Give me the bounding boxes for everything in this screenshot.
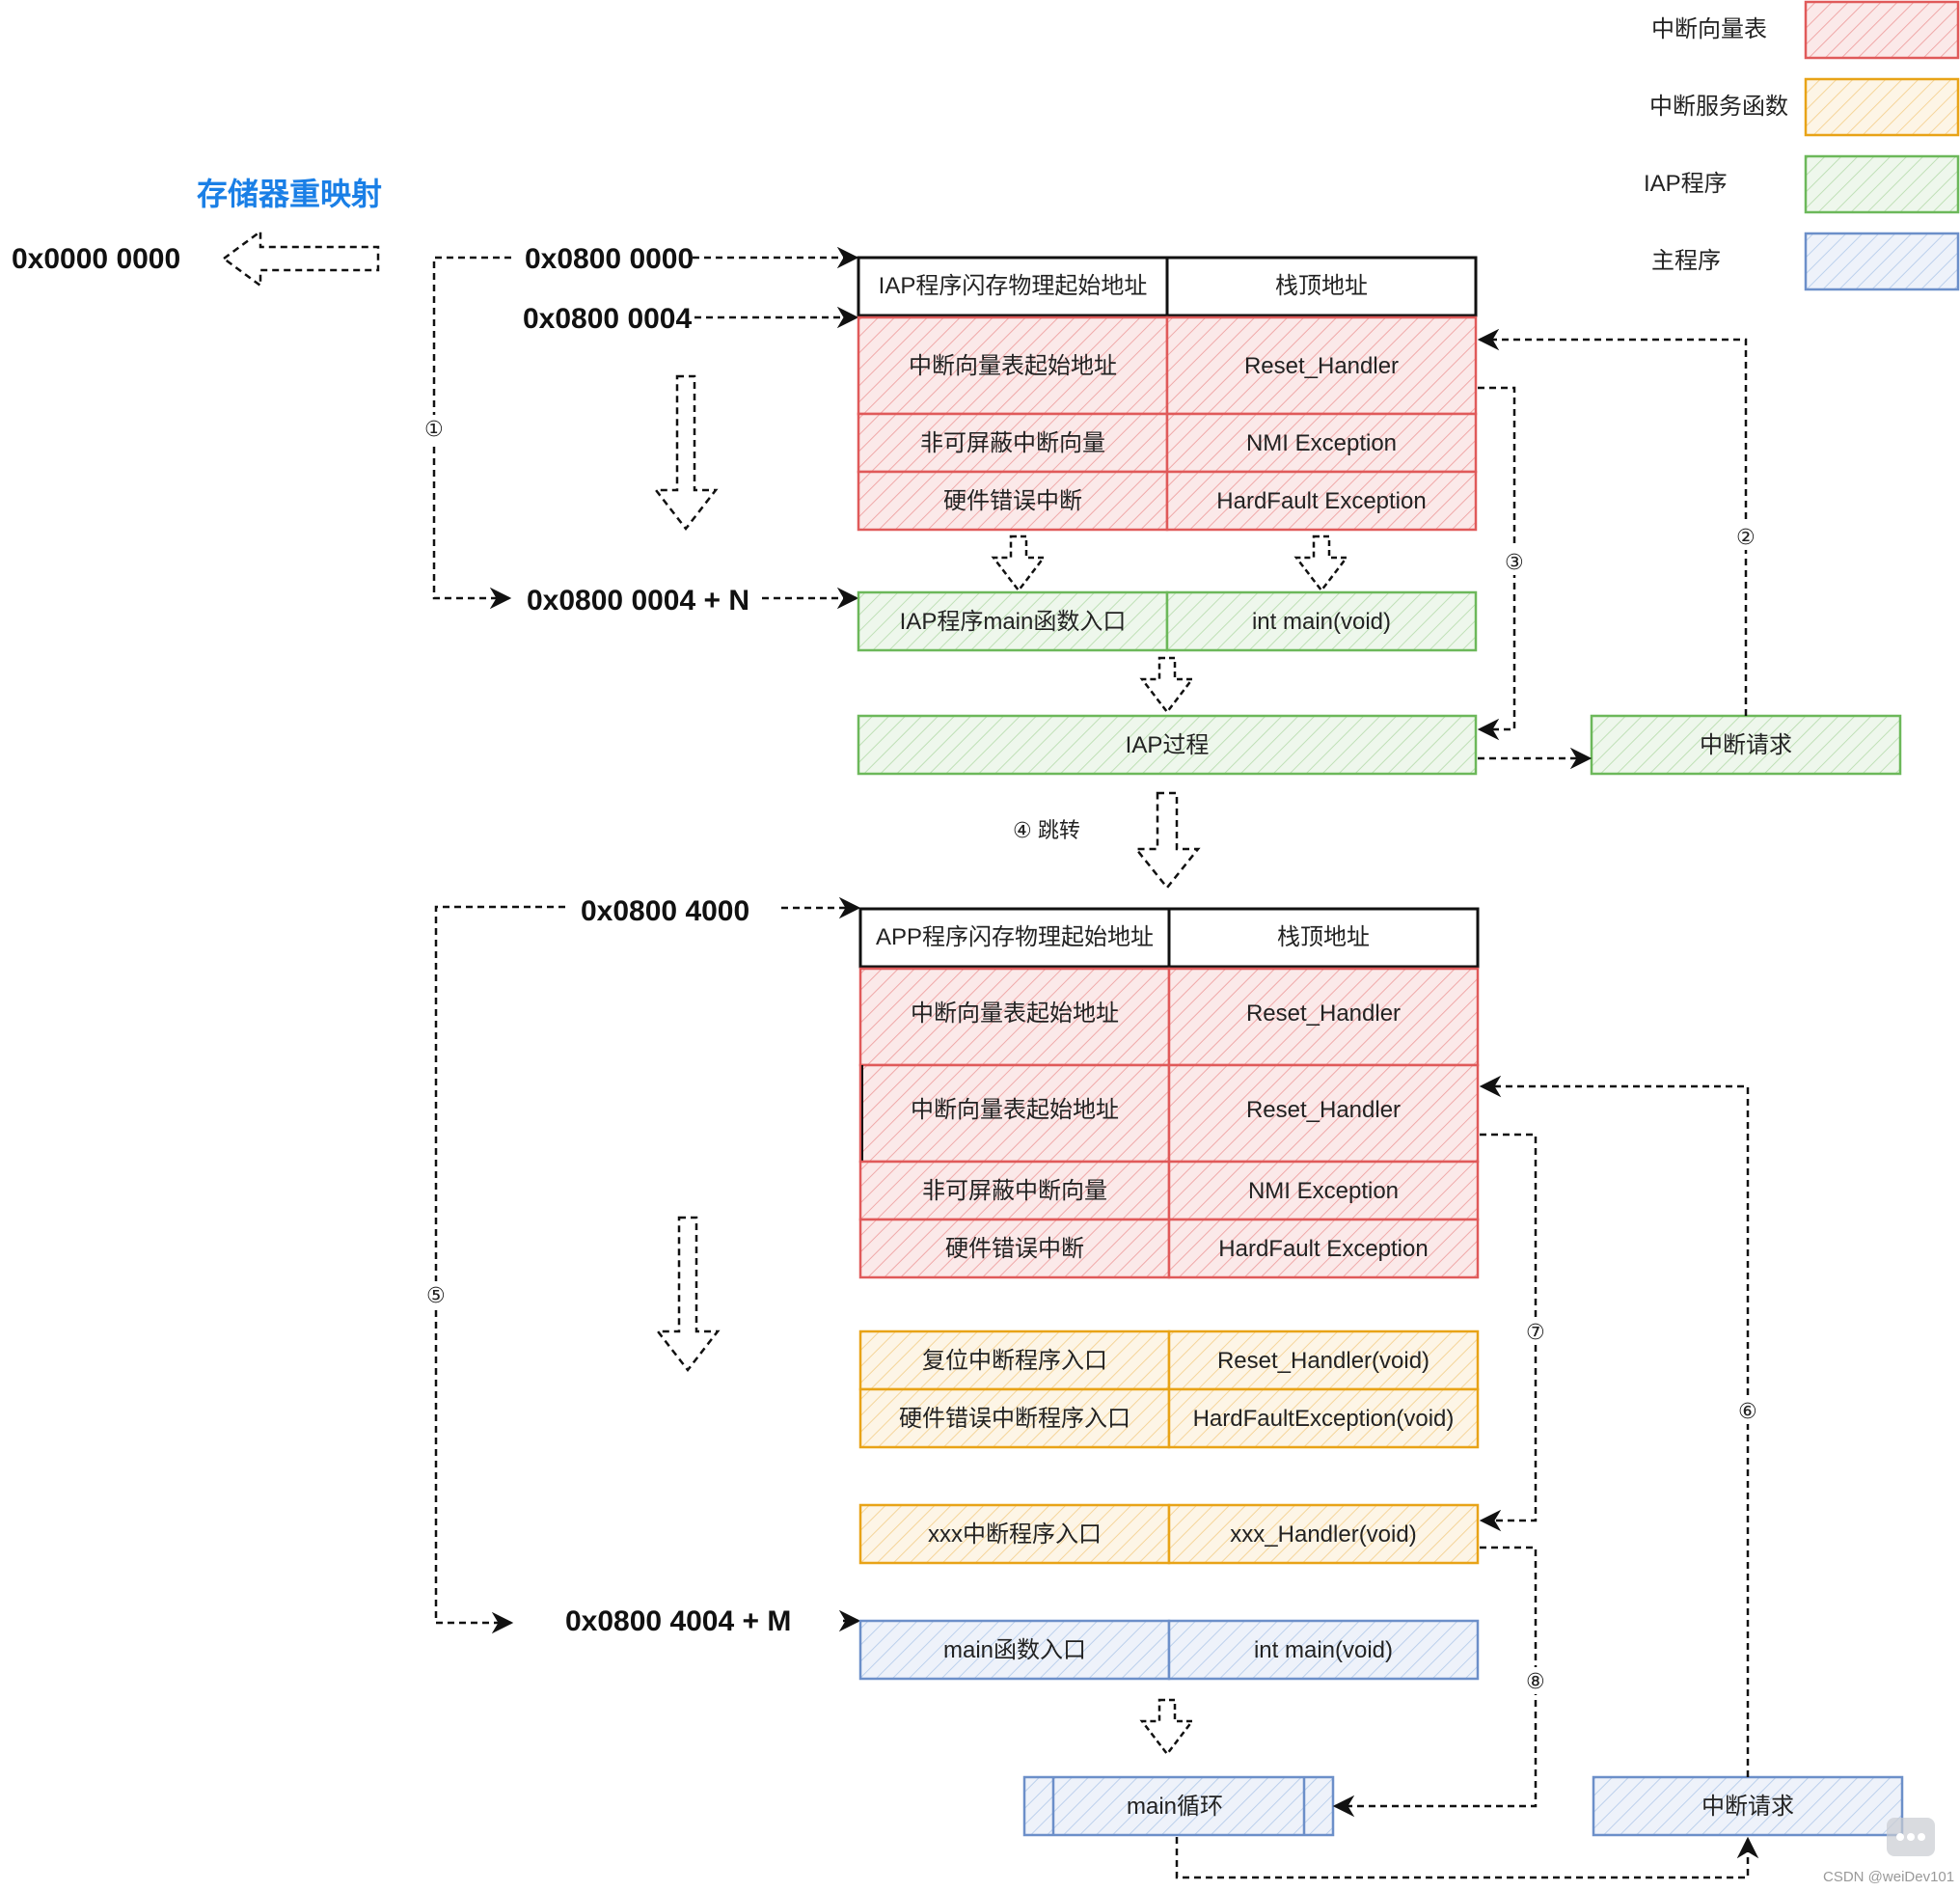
remap-arrow-icon [221, 229, 380, 288]
connector-step-6 [1479, 1075, 1750, 1777]
app-irq-label: 中断请求 [1701, 1794, 1794, 1820]
watermark: CSDN @weiDev101 [1823, 1818, 1954, 1885]
iap-irq-label: 中断请求 [1700, 732, 1792, 758]
iap-addr-start: 0x0800 0000 [525, 243, 694, 275]
connector-step-5 [434, 905, 565, 1634]
down-arrow-icon [1139, 656, 1195, 715]
down-arrow-icon [1139, 1698, 1195, 1757]
step-8-label: ⑧ [1526, 1669, 1545, 1693]
iap-main-entry-right: int main(void) [1252, 609, 1391, 635]
iap-vector-row-right: NMI Exception [1246, 430, 1397, 456]
legend-swatch-main [1804, 232, 1960, 291]
step-2-label: ② [1736, 525, 1756, 549]
app-isr-table: 复位中断程序入口 Reset_Handler(void) 硬件错误中断程序入口 … [858, 1329, 1480, 1449]
down-arrow-icon [991, 534, 1047, 593]
app-isr-row-right: Reset_Handler(void) [1217, 1348, 1429, 1374]
legend-label-iap: IAP程序 [1644, 171, 1728, 197]
down-arrow-icon [1133, 791, 1201, 891]
legend-swatch-vector-table [1804, 0, 1960, 60]
watermark-text: CSDN @weiDev101 [1823, 1869, 1954, 1885]
app-table: APP程序闪存物理起始地址 栈顶地址 中断向量表起始地址 Reset_Handl… [858, 907, 1480, 1279]
iap-table: IAP程序闪存物理起始地址 栈顶地址 中断向量表起始地址 Reset_Handl… [857, 256, 1478, 532]
down-arrow-icon [653, 374, 719, 532]
legend-swatch-isr [1804, 77, 1960, 137]
legend-label-isr: 中断服务函数 [1649, 94, 1788, 120]
step-7-label: ⑦ [1526, 1320, 1545, 1344]
app-isr-row-right: HardFaultException(void) [1193, 1406, 1455, 1432]
app-vector-row-left: 非可屏蔽中断向量 [922, 1178, 1107, 1204]
down-arrow-icon [655, 1216, 721, 1373]
iap-process-box [857, 714, 1478, 776]
app-addr-start: 0x0800 4000 [581, 895, 749, 927]
connector-step-3 [1477, 386, 1516, 741]
iap-process-label: IAP过程 [1126, 732, 1210, 758]
iap-vector-row-left: 中断向量表起始地址 [909, 353, 1117, 379]
step-1-label: ① [424, 417, 444, 441]
app-vector-row-left: 硬件错误中断 [945, 1236, 1084, 1262]
app-vector-row-left: 中断向量表起始地址 [911, 1097, 1119, 1123]
down-arrow-icon [1293, 534, 1349, 593]
iap-addr-vec: 0x0800 0004 [523, 303, 692, 335]
iap-vector-row-left: 硬件错误中断 [943, 488, 1082, 514]
app-xxx-isr-row: xxx中断程序入口 xxx_Handler(void) [858, 1503, 1480, 1565]
step-6-label: ⑥ [1738, 1399, 1757, 1423]
app-header-right: 栈顶地址 [1277, 924, 1370, 950]
app-addr-main: 0x0800 4004 + M [565, 1605, 791, 1637]
app-isr-row-left: 硬件错误中断程序入口 [899, 1406, 1130, 1432]
app-main-entry-right: int main(void) [1254, 1637, 1393, 1663]
iap-vector-row-right: HardFault Exception [1216, 488, 1426, 514]
diagram-title: 存储器重映射 [197, 177, 382, 211]
app-irq-box [1592, 1775, 1904, 1837]
app-xxx-left: xxx中断程序入口 [928, 1521, 1102, 1548]
legend-swatch-iap [1804, 154, 1960, 214]
legend: 中断向量表 中断服务函数 IAP程序 主程序 [1644, 0, 1960, 291]
iap-vector-row-left: 非可屏蔽中断向量 [920, 430, 1105, 456]
app-main-entry-left: main函数入口 [943, 1637, 1086, 1663]
legend-label-main: 主程序 [1651, 248, 1721, 274]
app-main-entry-row: main函数入口 int main(void) [858, 1619, 1480, 1681]
iap-addr-main: 0x0800 0004 + N [527, 585, 749, 617]
step-5-label: ⑤ [426, 1283, 446, 1307]
app-isr-row-left: 复位中断程序入口 [922, 1348, 1107, 1374]
app-vector-row-right: NMI Exception [1248, 1178, 1399, 1204]
step-3-label: ③ [1505, 550, 1524, 574]
app-xxx-right: xxx_Handler(void) [1230, 1521, 1416, 1548]
app-vector-row-right: Reset_Handler [1246, 1097, 1401, 1123]
iap-main-entry-left: IAP程序main函数入口 [900, 609, 1127, 635]
main-loop-label: main循环 [1127, 1794, 1223, 1820]
legend-label-vector-table: 中断向量表 [1651, 16, 1767, 42]
connector-step-2 [1477, 328, 1748, 716]
app-vector-row-right: Reset_Handler [1246, 1000, 1401, 1027]
main-loop-box [1022, 1775, 1335, 1837]
remap-address: 0x0000 0000 [12, 243, 180, 275]
iap-header-left: IAP程序闪存物理起始地址 [879, 273, 1148, 299]
iap-main-entry-row: IAP程序main函数入口 int main(void) [857, 590, 1478, 652]
app-vector-row-right: HardFault Exception [1218, 1236, 1428, 1262]
app-header-left: APP程序闪存物理起始地址 [876, 924, 1154, 950]
connector-loop-to-irq [1175, 1836, 1759, 1879]
jump-label: ④ 跳转 [1013, 818, 1080, 842]
iap-header-right: 栈顶地址 [1275, 273, 1368, 299]
iap-vector-row-right: Reset_Handler [1244, 353, 1399, 379]
app-vector-row-left: 中断向量表起始地址 [911, 1000, 1119, 1027]
